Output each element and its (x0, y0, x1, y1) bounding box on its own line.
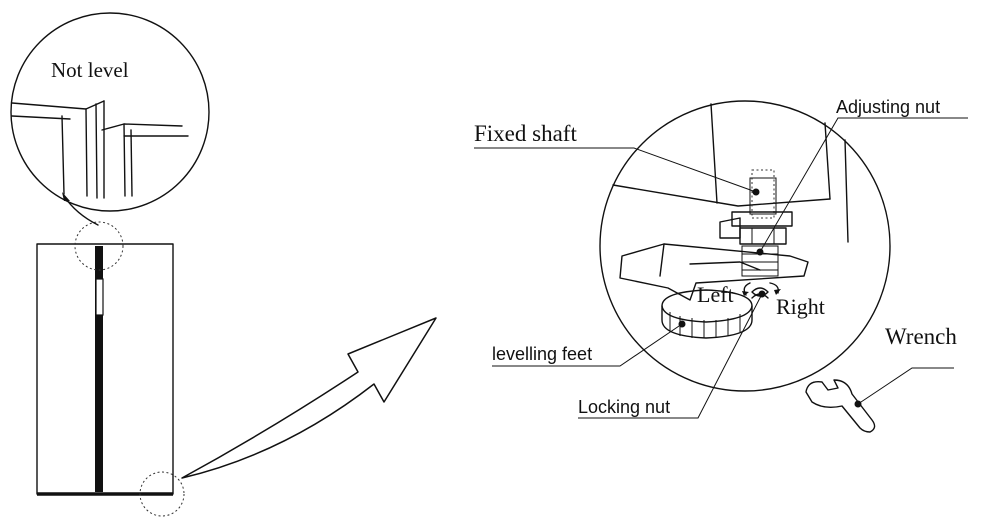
dispenser-panel (95, 278, 104, 316)
zoom-arrow (181, 317, 437, 479)
fixed-shaft-label: Fixed shaft (474, 121, 577, 146)
callouts: Fixed shaft Adjusting nut levelling feet… (474, 97, 968, 419)
foot-detail-marker (139, 471, 185, 517)
not-level-circle (10, 12, 210, 212)
locking-nut-label: Locking nut (578, 397, 670, 417)
fridge-body (36, 243, 174, 495)
top-detail-marker (74, 221, 124, 271)
wrench-tool (805, 379, 876, 433)
levelling-feet-label: levelling feet (492, 344, 592, 364)
adjusting-nut-label: Adjusting nut (836, 97, 940, 117)
left-direction-label: Left (697, 282, 734, 307)
refrigerator (36, 221, 185, 517)
wrench-label: Wrench (885, 324, 957, 349)
mechanism-circle (599, 100, 891, 392)
mechanism-zoom: Left Right (599, 100, 891, 392)
door-divider (95, 246, 103, 492)
not-level-zoom: Not level (10, 12, 210, 226)
right-direction-label: Right (776, 294, 825, 319)
not-level-label: Not level (51, 58, 129, 82)
